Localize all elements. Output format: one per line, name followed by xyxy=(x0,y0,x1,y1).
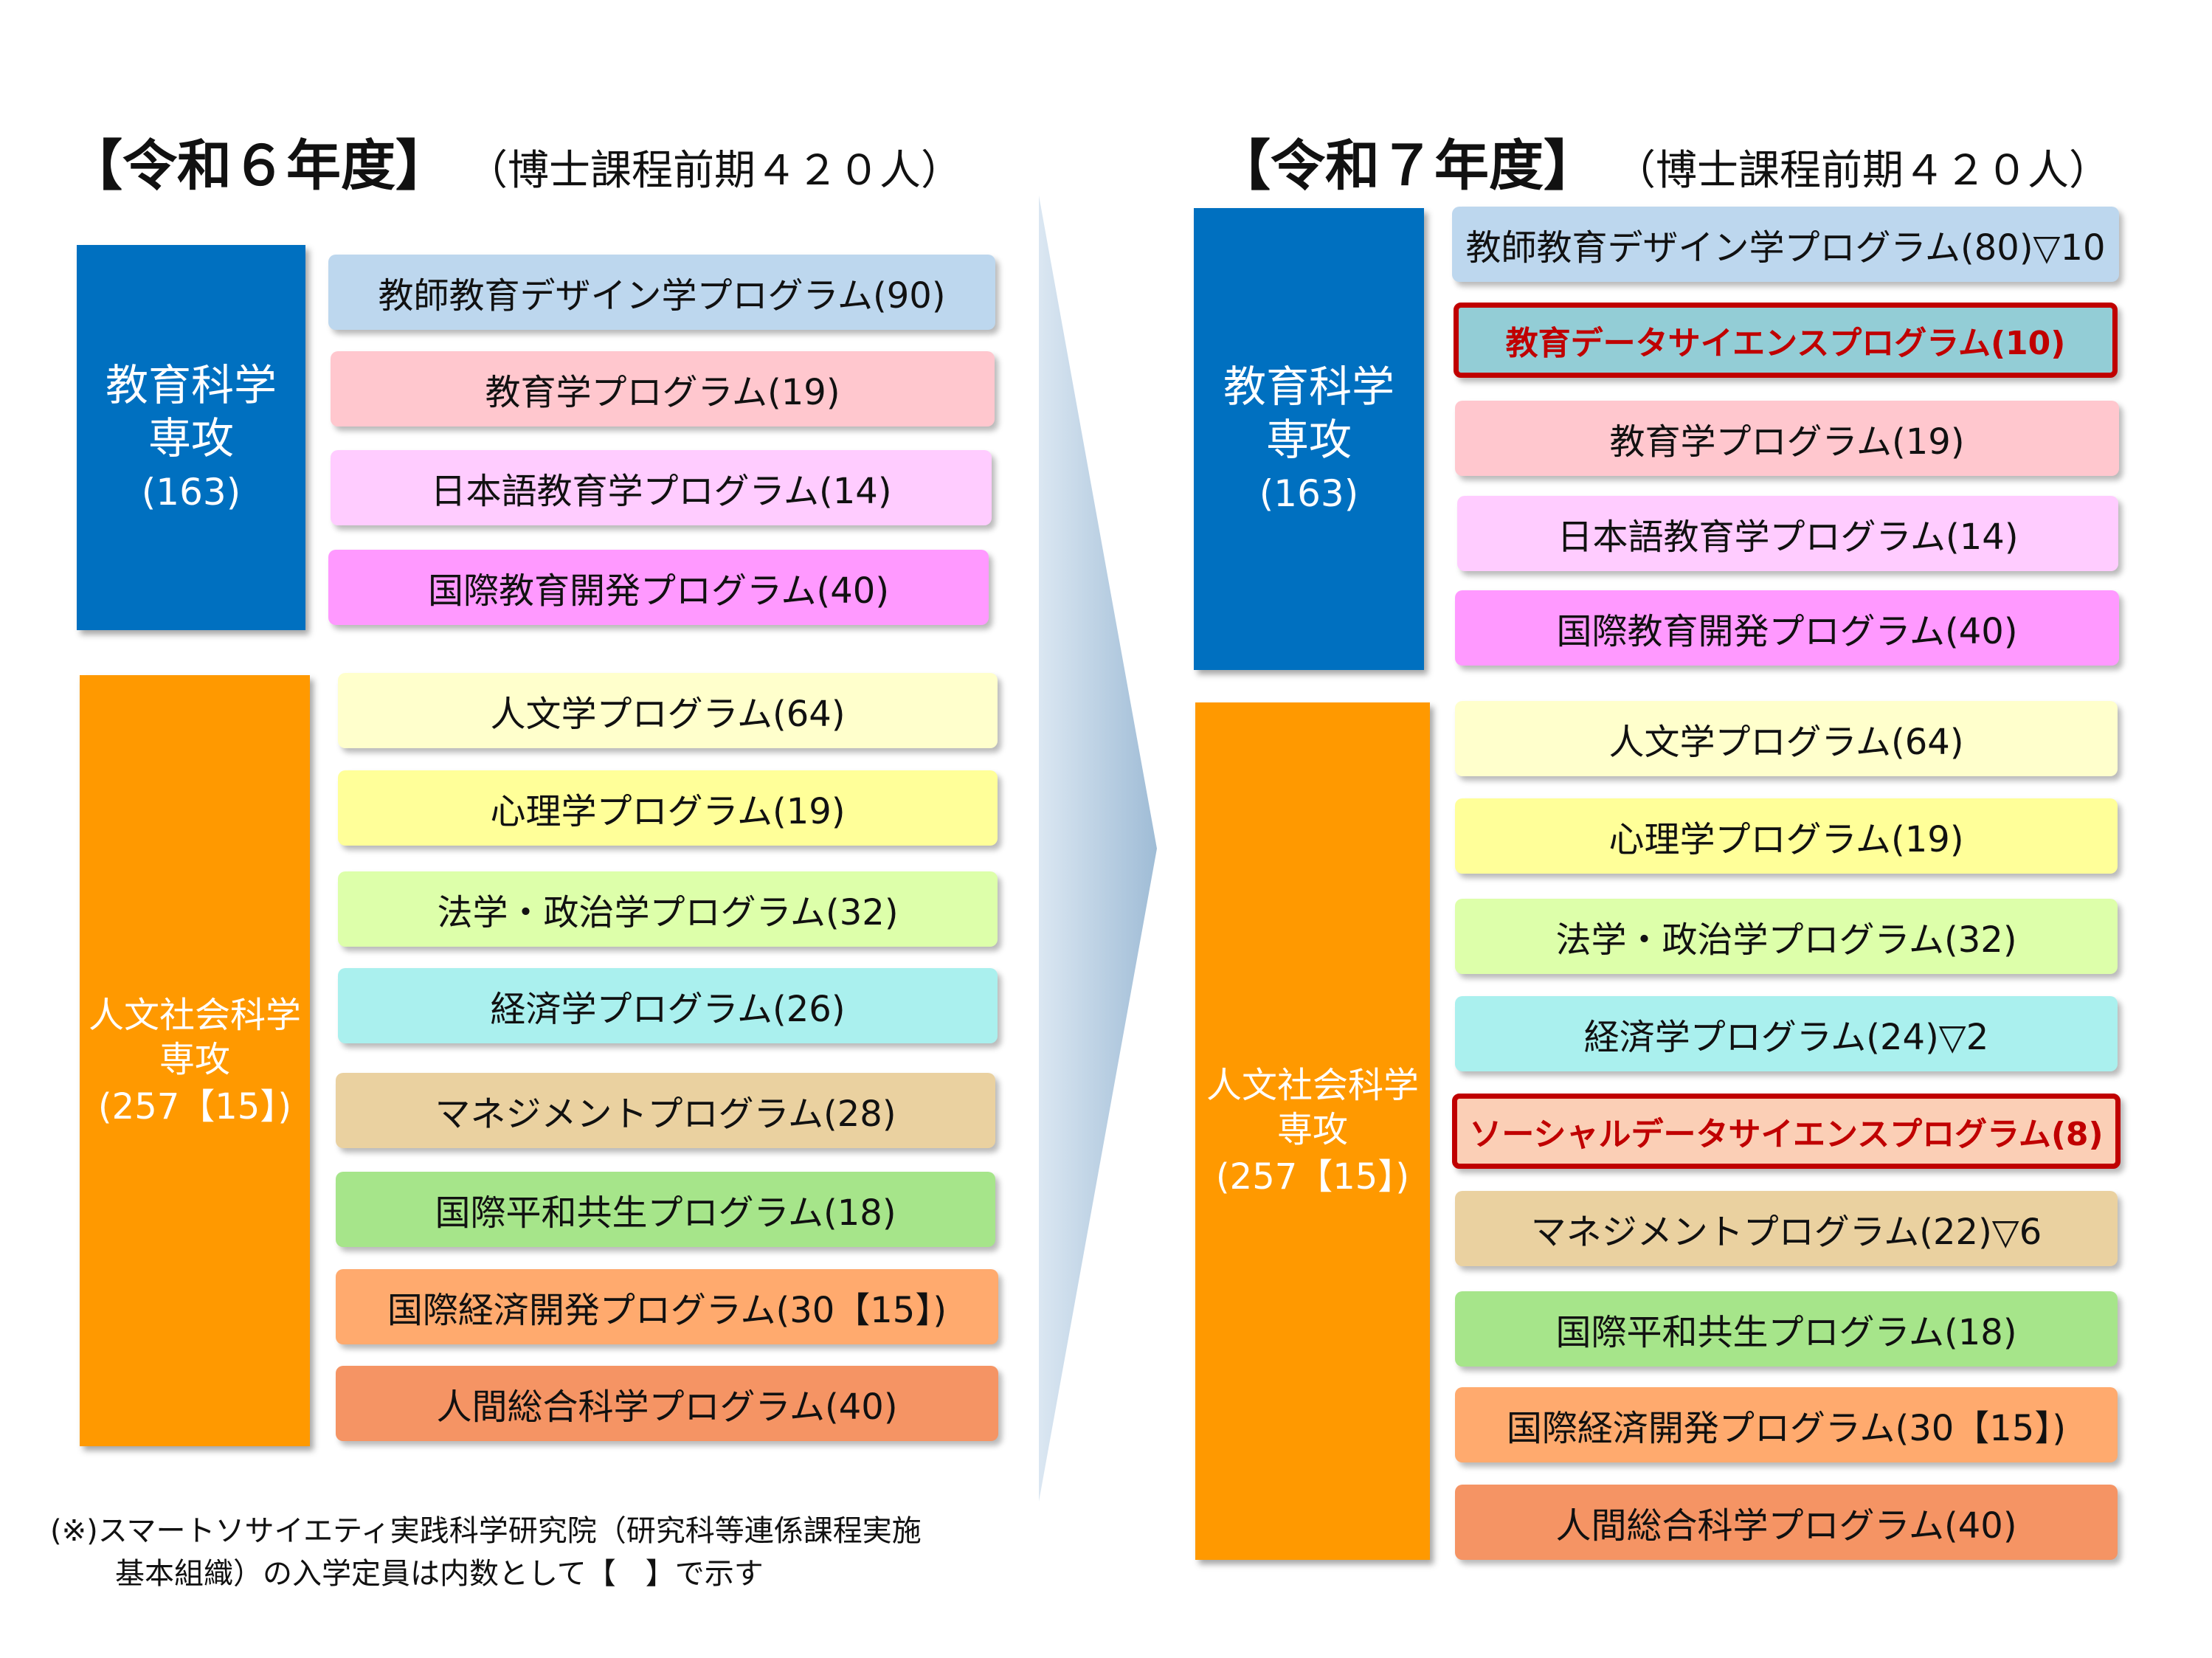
right-program-item: 法学・政治学プログラム(32) xyxy=(1455,899,2118,974)
left-program-item: 経済学プログラム(26) xyxy=(338,968,998,1043)
dept-capacity: (257【15】) xyxy=(97,1085,292,1127)
right-program-item: 国際経済開発プログラム(30【15】) xyxy=(1455,1387,2118,1462)
right-program-item: 国際教育開発プログラム(40) xyxy=(1455,590,2119,666)
footnote-line-1: (※)スマートソサイエティ実践科学研究院（研究科等連係課程実施 xyxy=(50,1514,922,1548)
footnote: (※)スマートソサイエティ実践科学研究院（研究科等連係課程実施 基本組織）の入学… xyxy=(50,1510,922,1595)
right-program-item: マネジメントプログラム(22)▽6 xyxy=(1455,1191,2118,1266)
right-dept-humanities-social: 人文社会科学 専攻 (257【15】) xyxy=(1195,702,1430,1560)
left-program-item: 国際経済開発プログラム(30【15】) xyxy=(336,1269,998,1344)
right-program-new-item: ソーシャルデータサイエンスプログラム(8) xyxy=(1452,1094,2121,1169)
right-program-item: 国際平和共生プログラム(18) xyxy=(1455,1291,2118,1367)
left-year-title: 【令和６年度】 xyxy=(68,134,450,198)
right-year-heading: 【令和７年度】 （博士課程前期４２０人） xyxy=(1216,122,2110,201)
transition-arrow-icon xyxy=(1039,196,1157,1502)
left-dept-education-science: 教育科学 専攻 (163) xyxy=(77,245,305,630)
right-dept-education-science: 教育科学 専攻 (163) xyxy=(1194,208,1424,670)
right-program-item: 人文学プログラム(64) xyxy=(1455,701,2118,776)
left-dept-humanities-social: 人文社会科学 専攻 (257【15】) xyxy=(80,675,310,1446)
left-year-heading: 【令和６年度】 （博士課程前期４２０人） xyxy=(68,122,962,201)
right-year-title: 【令和７年度】 xyxy=(1216,134,1598,198)
left-program-item: 国際平和共生プログラム(18) xyxy=(336,1172,995,1247)
left-program-item: 人間総合科学プログラム(40) xyxy=(336,1366,998,1441)
right-program-item: 教育学プログラム(19) xyxy=(1455,401,2119,476)
right-program-new-item: 教育データサイエンスプログラム(10) xyxy=(1454,303,2118,378)
left-program-item: 教育学プログラム(19) xyxy=(331,351,995,426)
dept-capacity: (163) xyxy=(141,471,241,514)
left-program-item: マネジメントプログラム(28) xyxy=(336,1073,995,1148)
dept-name: 人文社会科学 専攻 xyxy=(1206,1065,1419,1150)
dept-capacity: (257【15】) xyxy=(1215,1156,1410,1198)
right-program-item: 人間総合科学プログラム(40) xyxy=(1455,1485,2118,1560)
left-program-item: 教師教育デザイン学プログラム(90) xyxy=(328,255,995,330)
left-program-item: 心理学プログラム(19) xyxy=(338,770,998,846)
right-capacity-subtitle: （博士課程前期４２０人） xyxy=(1635,147,2110,195)
left-program-item: 人文学プログラム(64) xyxy=(338,673,998,748)
left-capacity-subtitle: （博士課程前期４２０人） xyxy=(487,147,962,195)
right-program-item: 心理学プログラム(19) xyxy=(1455,798,2118,874)
left-program-item: 日本語教育学プログラム(14) xyxy=(331,450,992,525)
dept-name: 人文社会科学 専攻 xyxy=(88,994,301,1080)
dept-name: 教育科学 専攻 xyxy=(105,360,277,463)
left-program-item: 法学・政治学プログラム(32) xyxy=(338,871,998,947)
footnote-line-2: 基本組織）の入学定員は内数として【 】で示す xyxy=(115,1557,764,1591)
dept-name: 教育科学 専攻 xyxy=(1223,362,1394,465)
right-program-item: 経済学プログラム(24)▽2 xyxy=(1455,996,2118,1071)
left-program-item: 国際教育開発プログラム(40) xyxy=(328,550,989,625)
right-program-item: 教師教育デザイン学プログラム(80)▽10 xyxy=(1452,207,2119,282)
dept-capacity: (163) xyxy=(1259,472,1359,515)
right-program-item: 日本語教育学プログラム(14) xyxy=(1457,496,2118,571)
